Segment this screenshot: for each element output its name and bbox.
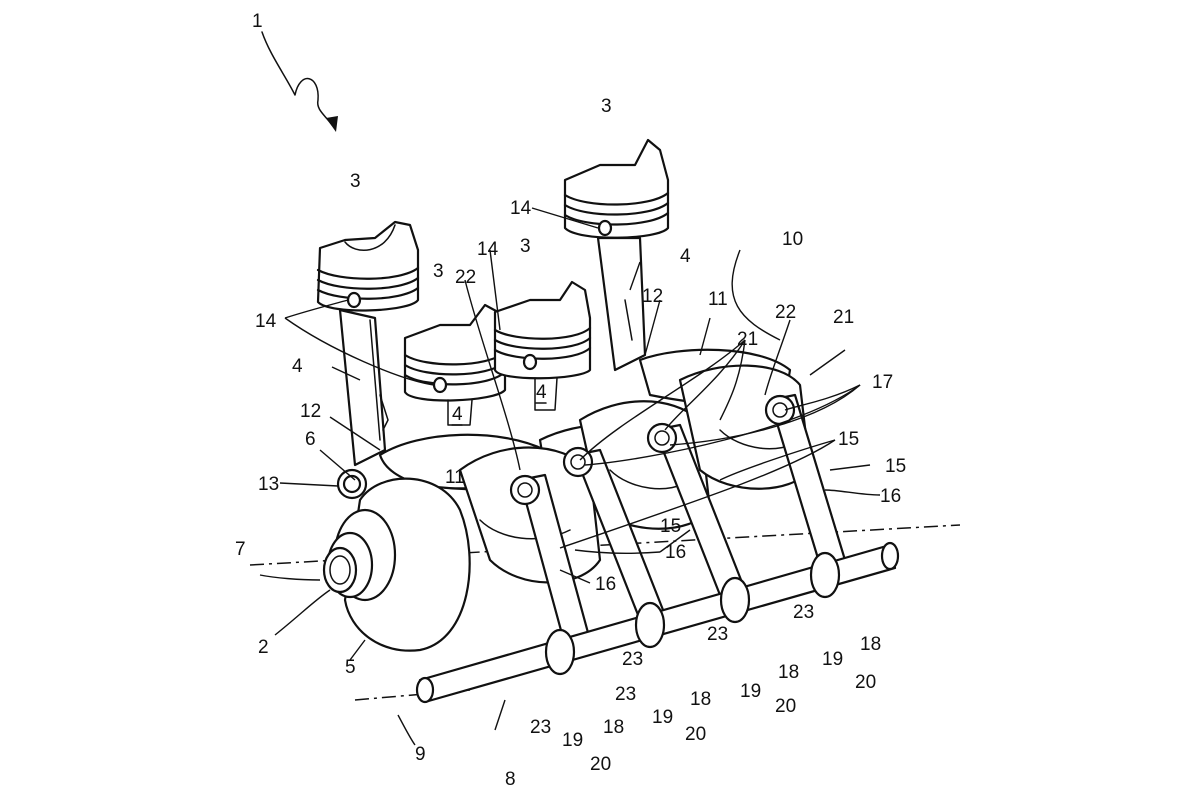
label-8: 8 [505, 769, 516, 790]
label-19: 19 [822, 649, 843, 670]
label-23: 23 [615, 684, 636, 705]
label-11: 11 [445, 467, 465, 488]
label-18: 18 [860, 634, 881, 655]
label-20: 20 [685, 724, 706, 745]
label-underlines [444, 402, 547, 489]
label-14: 14 [510, 198, 532, 219]
label-4: 4 [680, 246, 691, 267]
label-16: 16 [665, 542, 686, 563]
label-3: 3 [350, 171, 361, 192]
label-4: 4 [292, 356, 303, 377]
label-13: 13 [258, 474, 279, 495]
label-10: 10 [782, 229, 803, 250]
label-4: 4 [452, 404, 463, 425]
label-22: 22 [455, 267, 476, 288]
piston-mid-right [493, 280, 592, 411]
label-17: 17 [872, 372, 893, 393]
label-19: 19 [562, 730, 583, 751]
label-3: 3 [433, 261, 444, 282]
label-19: 19 [740, 681, 761, 702]
label-21: 21 [833, 307, 854, 328]
label-20: 20 [855, 672, 876, 693]
piston-right [563, 138, 670, 372]
label-16: 16 [880, 486, 901, 507]
label-23: 23 [707, 624, 728, 645]
ref-arrow-1 [261, 31, 333, 126]
label-3: 3 [601, 96, 612, 117]
label-4: 4 [536, 382, 547, 403]
label-18: 18 [778, 662, 799, 683]
label-21: 21 [737, 329, 758, 350]
label-12: 12 [300, 401, 321, 422]
label-5: 5 [345, 657, 356, 678]
label-12: 12 [642, 286, 663, 307]
label-23: 23 [530, 717, 551, 738]
label-16: 16 [595, 574, 616, 595]
label-18: 18 [603, 717, 624, 738]
label-11: 11 [708, 289, 728, 310]
label-15: 15 [885, 456, 906, 477]
label-6: 6 [305, 429, 316, 450]
label-15: 15 [838, 429, 859, 450]
label-20: 20 [590, 754, 611, 775]
reference-labels: 1 3 3 3 3 14 14 14 4 4 4 4 10 11 11 12 1… [235, 11, 906, 790]
label-19: 19 [652, 707, 673, 728]
lower-links [518, 393, 847, 647]
label-7: 7 [235, 539, 246, 560]
crankshaft-front [322, 508, 397, 602]
label-14: 14 [477, 239, 499, 260]
label-18: 18 [690, 689, 711, 710]
arrow-head-1 [326, 116, 338, 132]
label-20: 20 [775, 696, 796, 717]
label-15: 15 [660, 516, 681, 537]
control-shaft [415, 541, 900, 704]
label-22: 22 [775, 302, 796, 323]
label-3: 3 [520, 236, 531, 257]
label-1: 1 [252, 11, 263, 32]
label-23: 23 [793, 602, 814, 623]
piston-left [316, 220, 420, 500]
leader-lines [259, 207, 881, 746]
control-shaft-axis [354, 689, 471, 701]
label-2: 2 [258, 637, 269, 658]
label-14: 14 [255, 311, 277, 332]
label-23: 23 [622, 649, 643, 670]
label-9: 9 [415, 744, 426, 765]
